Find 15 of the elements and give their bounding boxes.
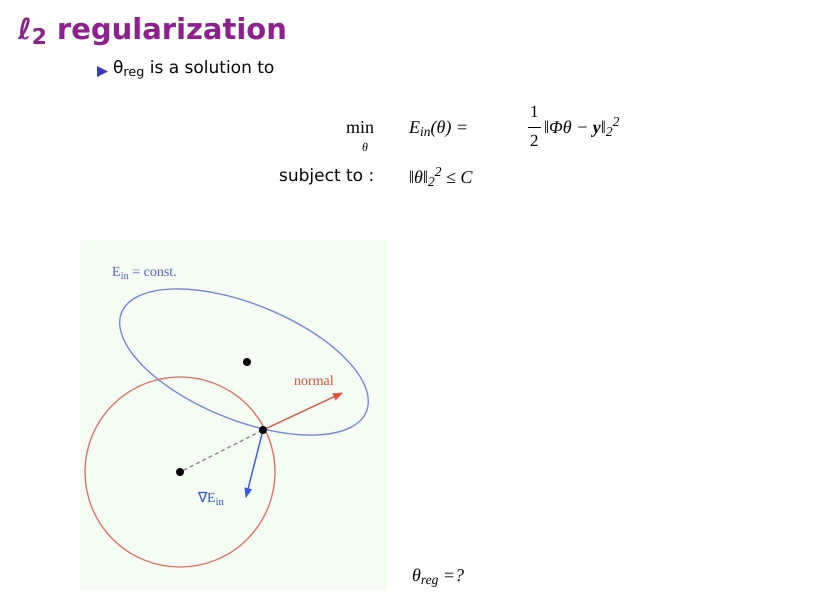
connector-line [183,431,260,471]
bullet-text: θ$_{reg}$ is a solution to [113,60,274,77]
arrow [266,392,343,429]
edge-label: ∇E$_{in}$ [198,490,224,509]
slide-title: ℓ$_{2}$ regularization [18,11,287,52]
math-expression: ‖θ‖$_{2}$$^{2}$ ≤ C [409,168,472,186]
fraction-denominator: 2 [530,132,538,149]
contour-label: E$_{in}$ = const. [112,266,177,280]
fraction-numerator: 1 [530,103,538,120]
math-expression: E$_{in}$(θ) = [409,118,468,136]
arrow [244,434,263,498]
math-subscript: θ [362,141,368,153]
math-operator: min [346,118,374,136]
edge-label: normal [294,373,334,391]
constraint-label: subject to : [279,168,374,185]
